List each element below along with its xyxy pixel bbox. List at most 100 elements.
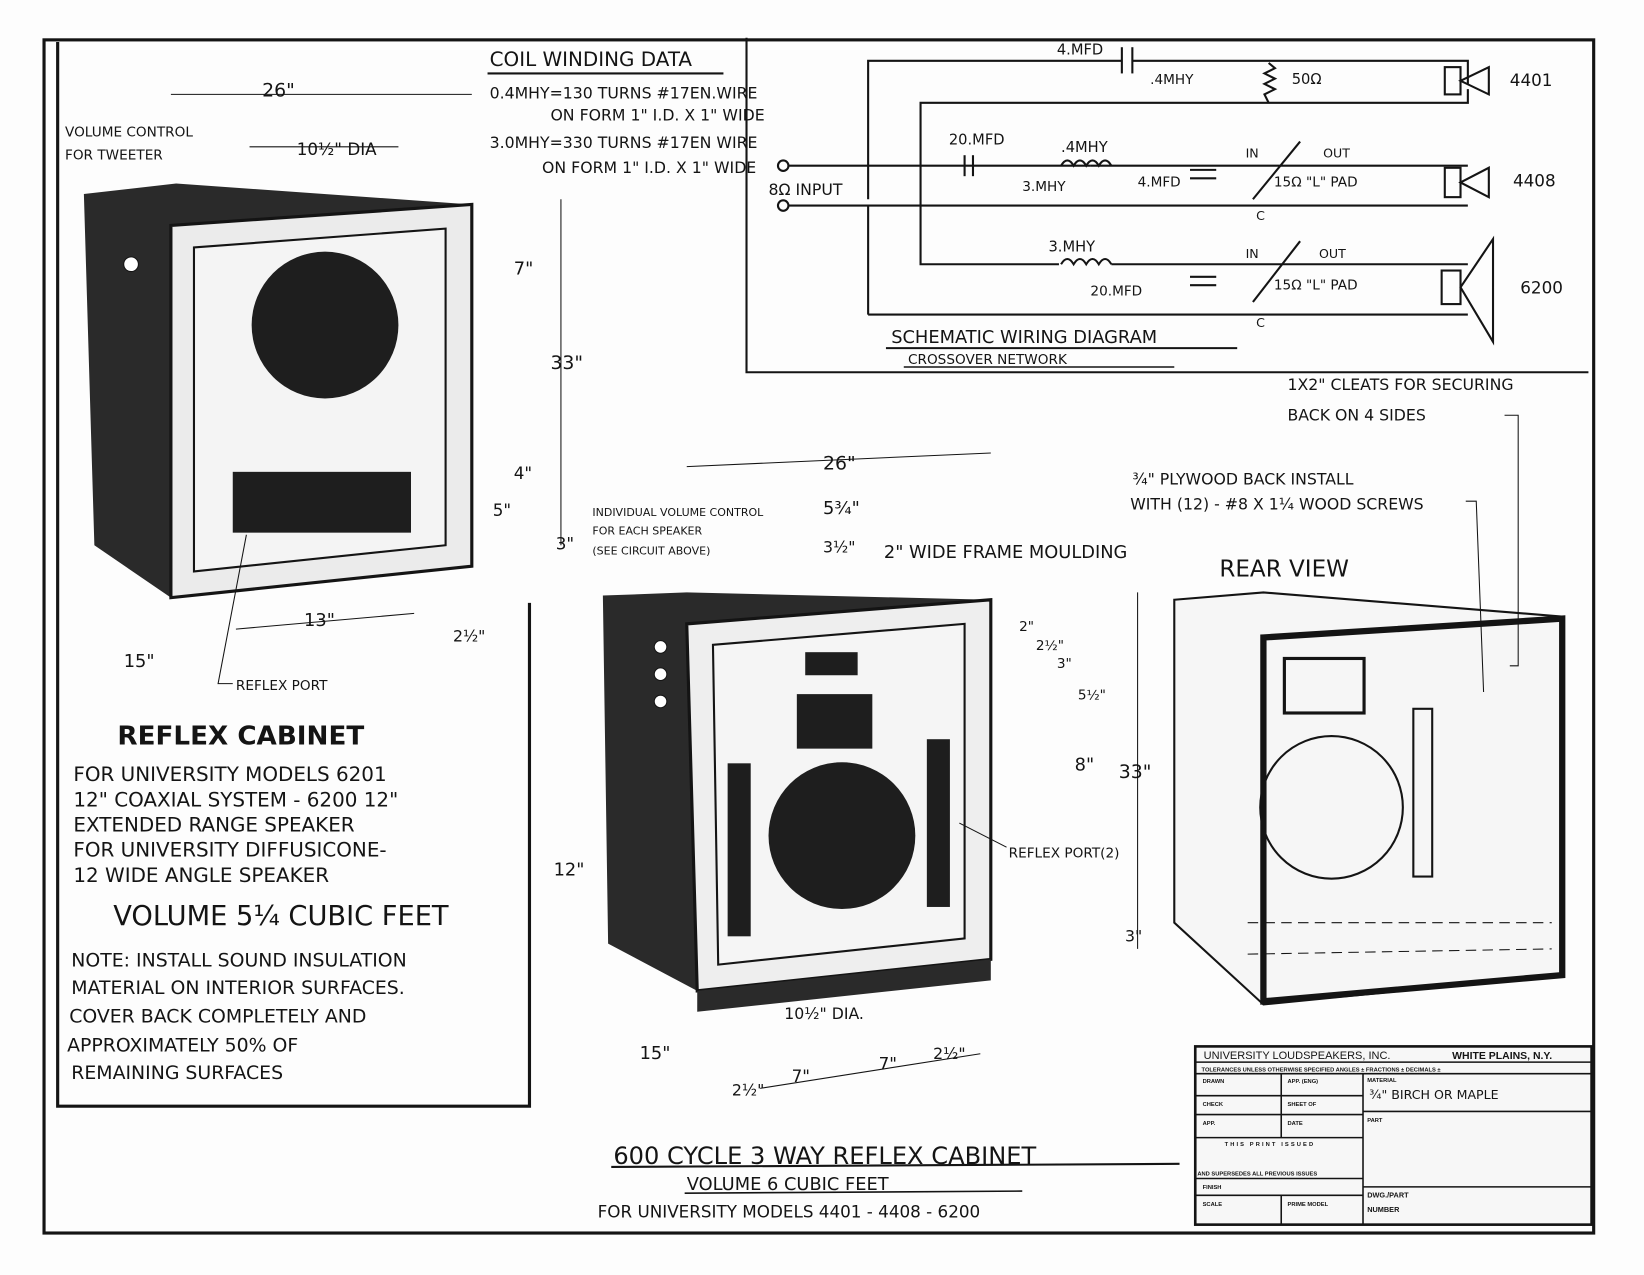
- reflex-volume: VOLUME 5¼ CUBIC FEET: [113, 901, 449, 932]
- dimension: 3½": [823, 538, 855, 557]
- coil-line: 0.4MHY=130 TURNS #17EN.WIRE: [490, 84, 758, 103]
- three-way-cabinet-labels: 26" INDIVIDUAL VOLUME CONTROL FOR EACH S…: [554, 452, 1180, 1221]
- dimension: 2½": [933, 1044, 965, 1063]
- dimension: 7": [879, 1053, 897, 1073]
- speaker-label: 4401: [1510, 70, 1553, 90]
- schematic-panel-border: [745, 37, 1589, 374]
- label: FOR TWEETER: [65, 147, 163, 163]
- dimension: 10½" DIA.: [784, 1004, 864, 1023]
- coil-line: 3.0MHY=330 TURNS #17EN WIRE: [490, 133, 758, 152]
- field-label: DRAWN: [1203, 1079, 1225, 1085]
- note-line: MATERIAL ON INTERIOR SURFACES.: [71, 977, 404, 999]
- note-line: COVER BACK COMPLETELY AND: [69, 1005, 366, 1027]
- dimension: 13": [304, 610, 335, 631]
- label: REFLEX PORT(2): [1009, 846, 1120, 862]
- pad-c-label: C: [1256, 315, 1265, 330]
- sheet-border: [42, 38, 1596, 1235]
- schematic-subtitle: CROSSOVER NETWORK: [908, 352, 1068, 368]
- field-label: PART: [1367, 1118, 1383, 1124]
- tolerances: TOLERANCES UNLESS OTHERWISE SPECIFIED AN…: [1202, 1068, 1442, 1074]
- schematic-labels: 4.MFD .4MHY 50Ω 8Ω INPUT 20.MFD .4MHY 3.…: [769, 42, 1563, 368]
- dimension: 5": [493, 500, 511, 520]
- cap-label: 4.MFD: [1057, 42, 1103, 59]
- field-label: MATERIAL: [1367, 1078, 1397, 1084]
- dimension: 2½": [453, 627, 485, 646]
- dimension: 5½": [1078, 687, 1106, 703]
- description-line: FOR UNIVERSITY MODELS 6201: [73, 763, 386, 786]
- pad-in-label: IN: [1246, 145, 1259, 160]
- reflex-cabinet-title: REFLEX CABINET: [117, 721, 364, 751]
- pad-out-label: OUT: [1323, 145, 1350, 160]
- note-line: NOTE: INSTALL SOUND INSULATION: [71, 950, 406, 972]
- title-block: UNIVERSITY LOUDSPEAKERS, INC. WHITE PLAI…: [1193, 1045, 1593, 1226]
- label: FOR EACH SPEAKER: [592, 525, 702, 538]
- inductor-label: 3.MHY: [1048, 239, 1095, 256]
- label: BACK ON 4 SIDES: [1288, 405, 1426, 424]
- coil-title: COIL WINDING DATA: [490, 48, 693, 71]
- pad-label: 15Ω "L" PAD: [1274, 175, 1358, 191]
- dimension: 2½": [1036, 638, 1064, 654]
- three-way-cabinet-drawing: [602, 592, 993, 1012]
- label: REFLEX PORT: [236, 678, 328, 694]
- cap-label: 4.MFD: [1138, 175, 1181, 191]
- speaker-label: 4408: [1513, 171, 1556, 191]
- dimension: 8": [1075, 755, 1095, 776]
- coil-line: ON FORM 1" I.D. X 1" WIDE: [542, 158, 756, 177]
- coil-line: ON FORM 1" I.D. X 1" WIDE: [550, 106, 764, 125]
- schematic-title: SCHEMATIC WIRING DIAGRAM: [891, 327, 1157, 348]
- dimension: 12": [554, 860, 585, 881]
- input-label: 8Ω INPUT: [769, 180, 843, 199]
- coil-winding-data: COIL WINDING DATA 0.4MHY=130 TURNS #17EN…: [487, 48, 765, 177]
- dimension: 2": [1019, 619, 1034, 635]
- label: 2" WIDE FRAME MOULDING: [884, 542, 1128, 563]
- field-label: NUMBER: [1367, 1205, 1400, 1214]
- dimension: 3": [1125, 927, 1142, 946]
- description-line: EXTENDED RANGE SPEAKER: [73, 813, 354, 836]
- dimension: 3": [1057, 656, 1072, 672]
- company-name: UNIVERSITY LOUDSPEAKERS, INC.: [1204, 1050, 1391, 1062]
- dimension: 15": [124, 651, 155, 672]
- rear-view-title: REAR VIEW: [1219, 557, 1349, 583]
- reflex-cabinet-labels: VOLUME CONTROL FOR TWEETER 26" 10½" DIA …: [65, 79, 583, 1083]
- dimension: 33": [1119, 761, 1152, 783]
- note-line: REMAINING SURFACES: [71, 1062, 283, 1084]
- pad-label: 15Ω "L" PAD: [1274, 277, 1358, 293]
- description-line: 12 WIDE ANGLE SPEAKER: [73, 864, 329, 887]
- field-label: DATE: [1288, 1121, 1303, 1127]
- label: ¾" PLYWOOD BACK INSTALL: [1132, 469, 1353, 488]
- pad-in-label: IN: [1246, 246, 1259, 261]
- label: (SEE CIRCUIT ABOVE): [592, 545, 710, 558]
- reflex-panel-border: [56, 41, 532, 1108]
- inductor-label: .4MHY: [1150, 72, 1194, 88]
- field-label: APP.: [1203, 1121, 1216, 1127]
- pad-c-label: C: [1256, 208, 1265, 223]
- dimension: 26": [262, 79, 295, 101]
- speaker-label: 6200: [1520, 278, 1563, 298]
- field-label: CHECK: [1203, 1102, 1224, 1108]
- field-label: FINISH: [1203, 1185, 1222, 1191]
- label: WITH (12) - #8 X 1¼ WOOD SCREWS: [1130, 495, 1423, 514]
- dimension: 4": [514, 463, 532, 483]
- dimension: 26": [823, 453, 856, 475]
- cap-label: 20.MFD: [1090, 284, 1142, 300]
- dimension: 7": [514, 259, 534, 280]
- dimension: 3": [556, 533, 574, 553]
- description-line: FOR UNIVERSITY DIFFUSICONE-: [73, 839, 386, 862]
- rear-view-labels: 1X2" CLEATS FOR SECURING BACK ON 4 SIDES…: [1130, 375, 1519, 693]
- note-line: APPROXIMATELY 50% OF: [67, 1035, 298, 1057]
- cap-label: 20.MFD: [949, 132, 1005, 149]
- field-label: PRIME MODEL: [1288, 1202, 1329, 1208]
- pad-out-label: OUT: [1319, 246, 1346, 261]
- label: VOLUME CONTROL: [65, 124, 193, 140]
- label: INDIVIDUAL VOLUME CONTROL: [592, 506, 764, 519]
- schematic-wiring-diagram: [776, 47, 1495, 346]
- field-label: SCALE: [1203, 1202, 1223, 1208]
- dimension: 15": [640, 1043, 671, 1064]
- inductor-label: 3.MHY: [1022, 179, 1066, 195]
- reflex-cabinet-drawing: [83, 183, 474, 600]
- field-label: DWG./PART: [1367, 1190, 1409, 1199]
- dimension: 10½" DIA: [297, 139, 377, 159]
- material-value: ¾" BIRCH OR MAPLE: [1369, 1087, 1498, 1102]
- field-label: SHEET OF: [1288, 1102, 1317, 1108]
- resistor-label: 50Ω: [1292, 71, 1322, 88]
